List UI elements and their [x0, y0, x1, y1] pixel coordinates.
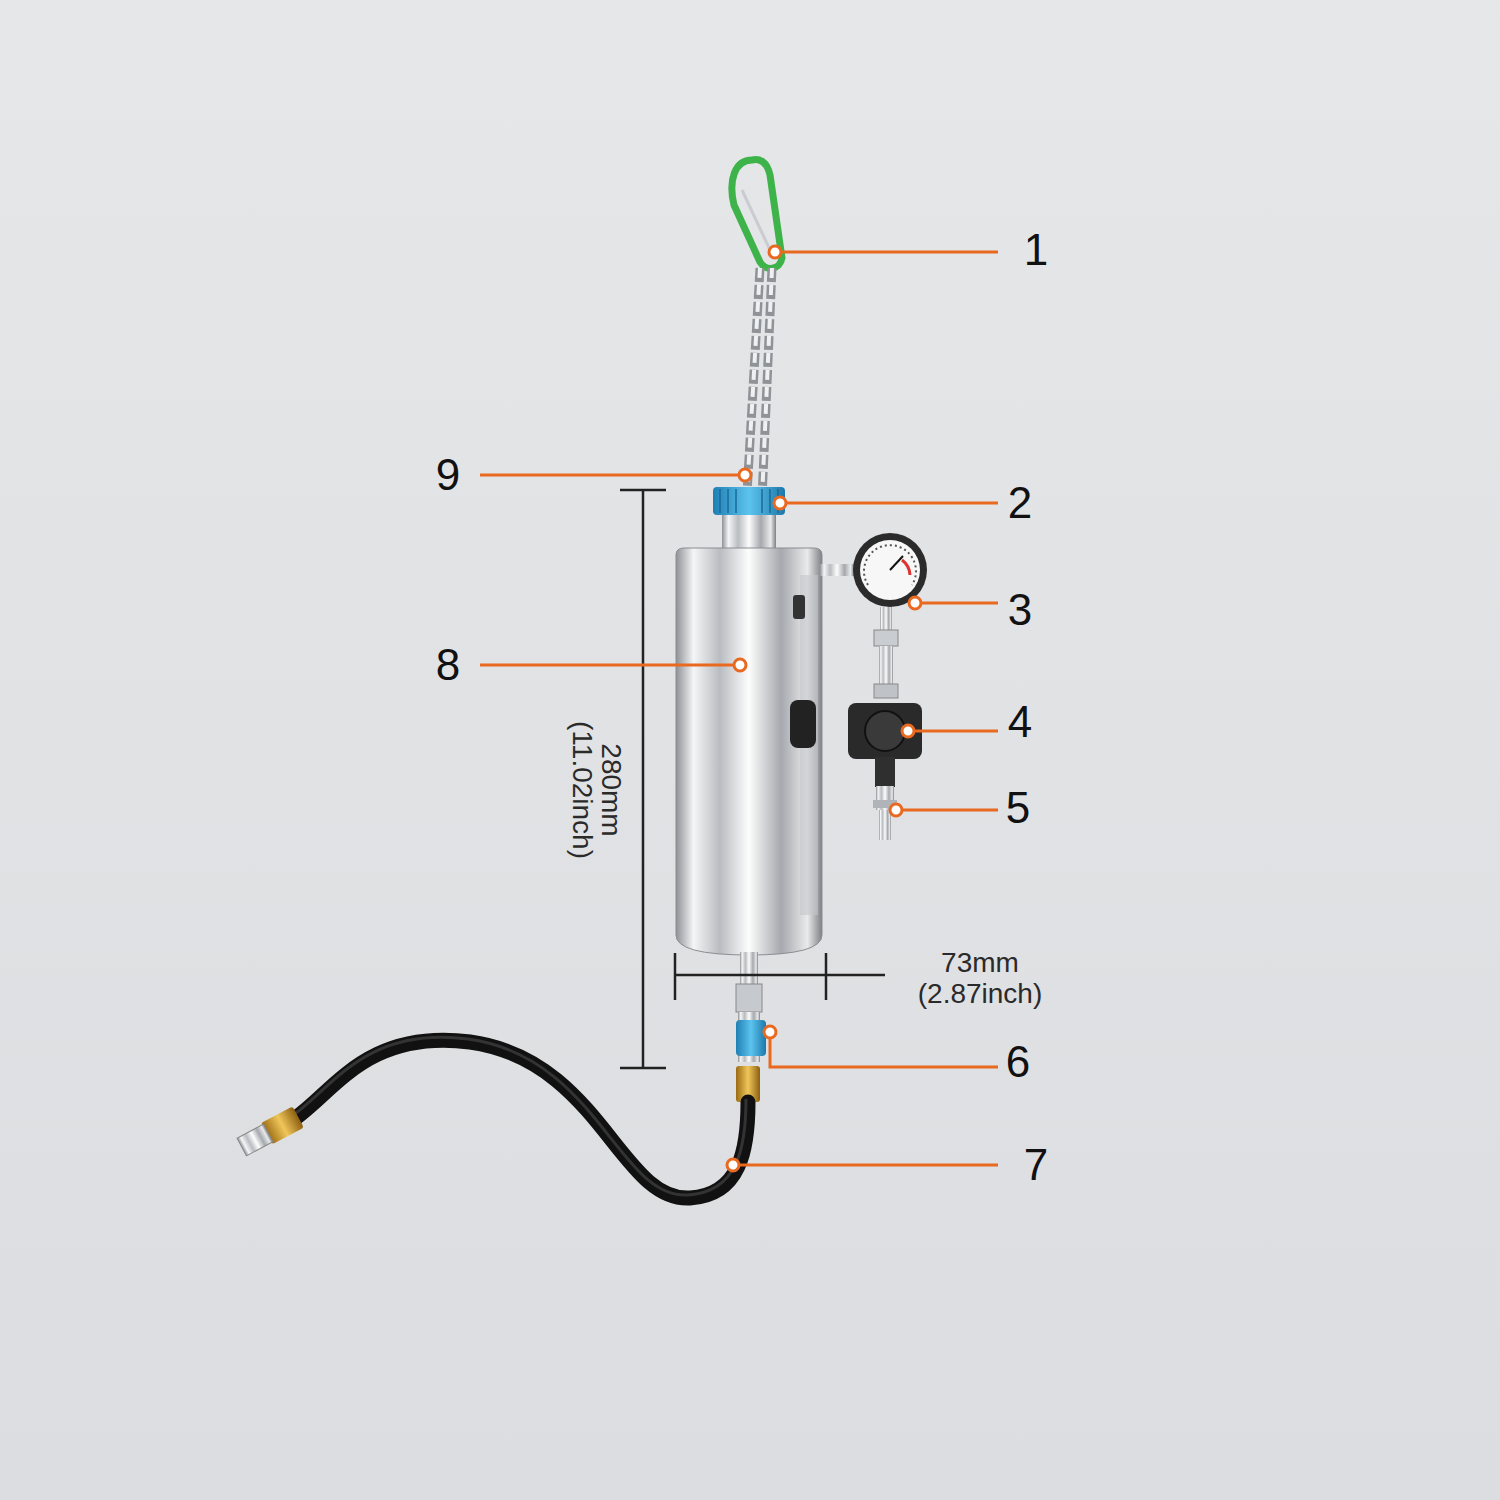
tank-neck	[722, 512, 776, 552]
gauge-needle	[890, 556, 903, 570]
callout-number: 3	[1008, 588, 1032, 632]
callout-number: 7	[1024, 1143, 1048, 1187]
fitting-nut	[874, 684, 898, 698]
regulator-base	[875, 757, 895, 787]
dimension-text: 73mm	[941, 949, 1019, 977]
tank-body	[676, 548, 822, 955]
gauge-arm	[820, 564, 854, 576]
dimension-text: (11.02inch)	[568, 721, 596, 859]
gauge-scale	[864, 545, 916, 585]
callout-number: 8	[436, 643, 460, 687]
callout-number: 2	[1008, 481, 1032, 525]
leader-lines	[480, 252, 998, 1165]
cap-knurl	[720, 489, 778, 513]
dimension-text: 280mm	[597, 743, 625, 836]
carabiner-gate	[742, 190, 770, 250]
hose-end-fitting	[236, 1106, 304, 1157]
outlet-nut	[736, 984, 762, 1012]
carabiner	[732, 160, 782, 269]
gauge-red-zone	[902, 560, 910, 575]
dimension-text: (2.87inch)	[918, 980, 1043, 1008]
hose-highlight	[283, 1037, 746, 1195]
inlet-nipple	[879, 810, 891, 840]
pipe	[879, 646, 893, 686]
callout-number: 6	[1006, 1040, 1030, 1084]
callout-number: 4	[1008, 700, 1032, 744]
regulator-knob	[865, 711, 905, 751]
callout-number: 9	[436, 453, 460, 497]
leader-dots	[727, 246, 921, 1171]
tank-fitting	[793, 595, 805, 619]
regulator-body	[848, 703, 922, 759]
gauge-face	[860, 540, 920, 600]
callout-number: 1	[1024, 228, 1048, 272]
outlet-pipe	[740, 952, 758, 984]
callout-number: 5	[1006, 786, 1030, 830]
tank-knob	[790, 700, 816, 748]
valve-handle	[736, 1020, 766, 1056]
fitting-nut	[874, 630, 898, 646]
dimension-lines	[620, 490, 885, 1068]
filler-cap	[713, 487, 785, 515]
